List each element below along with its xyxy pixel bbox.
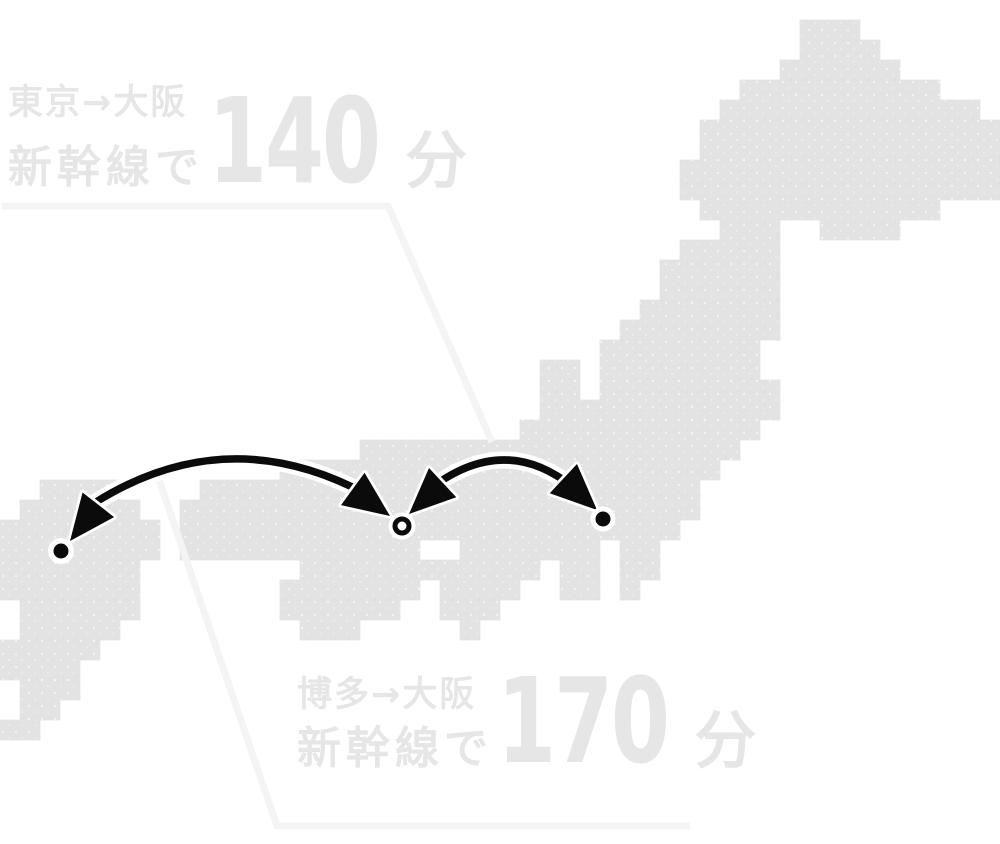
route-text-tokyo-osaka: 東京→大阪 bbox=[8, 83, 188, 123]
minutes-unit-tokyo-osaka: 分 bbox=[405, 124, 468, 198]
arc-osaka-tokyo bbox=[422, 456, 578, 496]
minutes-unit-hakata-osaka: 分 bbox=[694, 704, 757, 778]
marker-tokyo bbox=[590, 506, 616, 532]
minutes-hakata-osaka: 170 bbox=[497, 652, 670, 790]
minutes-tokyo-osaka: 140 bbox=[208, 71, 381, 210]
leader-line-tokyo-label bbox=[2, 202, 496, 444]
marker-osaka bbox=[388, 512, 416, 540]
arc-hakata-osaka bbox=[92, 455, 370, 506]
mode-text-tokyo-osaka: 新幹線で bbox=[8, 142, 204, 194]
label-hakata-osaka: 博多→大阪 新幹線で 170 分 bbox=[297, 652, 757, 790]
leader-line-hakata-label bbox=[151, 466, 690, 830]
mode-text-hakata-osaka: 新幹線で bbox=[297, 722, 493, 774]
label-tokyo-osaka: 東京→大阪 新幹線で 140 分 bbox=[8, 71, 468, 210]
route-text-hakata-osaka: 博多→大阪 bbox=[297, 675, 477, 716]
marker-hakata bbox=[48, 538, 74, 564]
